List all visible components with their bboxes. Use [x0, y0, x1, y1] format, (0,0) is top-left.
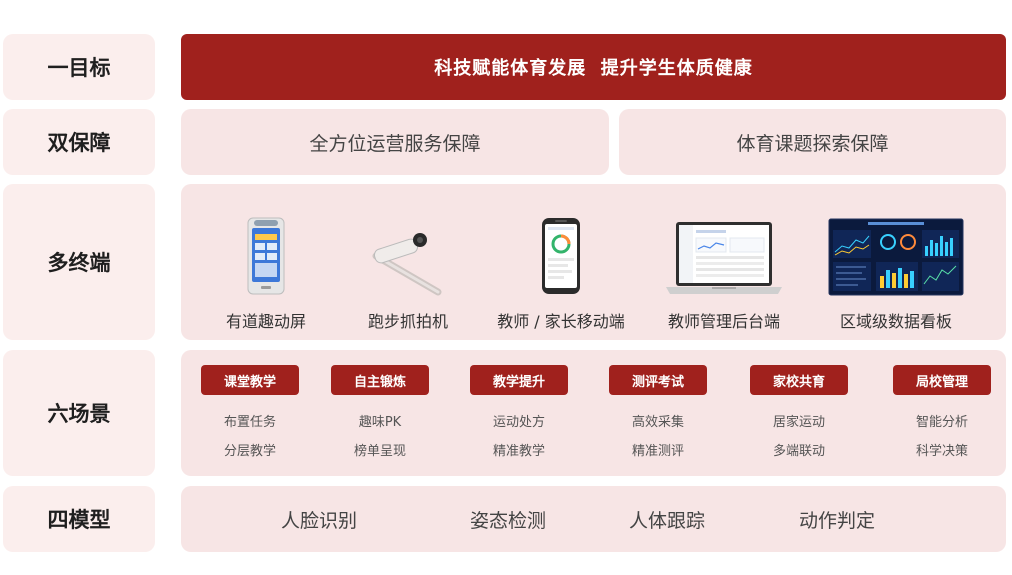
scene-self-exercise: 自主锻炼 趣味PK 榜单呈现	[325, 350, 435, 459]
terminals-row: 多终端 有道趣动屏	[0, 184, 1012, 340]
scene-title: 测评考试	[609, 365, 707, 395]
models-row: 四模型 人脸识别 姿态检测 人体跟踪 动作判定	[0, 486, 1012, 552]
model-body-tracking: 人体跟踪	[629, 509, 706, 532]
goal-label: 一目标	[3, 34, 155, 100]
scene-point: 运动处方	[492, 415, 545, 430]
scene-title: 自主锻炼	[331, 365, 429, 395]
terminals-label: 多终端	[3, 184, 155, 340]
terminal-dashboard: 区域级数据看板	[821, 184, 971, 340]
scene-point: 分层教学	[223, 444, 276, 459]
scene-point: 榜单呈现	[353, 444, 406, 459]
scene-title: 家校共育	[750, 365, 848, 395]
dashboard-screen-icon	[828, 206, 964, 296]
models-label: 四模型	[3, 486, 155, 552]
scene-home-school: 家校共育 居家运动 多端联动	[744, 350, 854, 459]
mobile-phone-icon	[540, 206, 582, 296]
guarantee-item-operation: 全方位运营服务保障	[181, 109, 609, 175]
scenes-row: 六场景 课堂教学 布置任务 分层教学 自主锻炼 趣味PK 榜单呈现 教学提升 运…	[0, 350, 1012, 476]
scene-management: 局校管理 智能分析 科学决策	[887, 350, 997, 459]
terminal-laptop-label: 教师管理后台端	[667, 312, 780, 331]
model-pose-detection: 姿态检测	[470, 509, 547, 532]
scene-point: 智能分析	[915, 415, 968, 430]
terminal-laptop: 教师管理后台端	[649, 184, 799, 340]
scene-classroom: 课堂教学 布置任务 分层教学	[195, 350, 305, 459]
terminal-mobile: 教师 / 家长移动端	[486, 184, 636, 340]
scene-point: 科学决策	[915, 444, 968, 459]
models-panel: 人脸识别 姿态检测 人体跟踪 动作判定	[181, 486, 1006, 552]
guarantee-label: 双保障	[3, 109, 155, 175]
guarantee-item-research: 体育课题探索保障	[619, 109, 1006, 175]
terminal-mobile-label: 教师 / 家长移动端	[497, 312, 625, 331]
terminal-camera-label: 跑步抓拍机	[367, 312, 448, 331]
goal-banner: 科技赋能体育发展 提升学生体质健康	[181, 34, 1006, 100]
terminals-panel: 有道趣动屏 跑步抓拍机	[181, 184, 1006, 340]
laptop-icon	[662, 206, 786, 296]
scenes-panel: 课堂教学 布置任务 分层教学 自主锻炼 趣味PK 榜单呈现 教学提升 运动处方 …	[181, 350, 1006, 476]
scene-point: 居家运动	[772, 415, 825, 430]
scene-point: 高效采集	[631, 415, 684, 430]
model-face-recognition: 人脸识别	[281, 509, 358, 532]
model-action-judgement: 动作判定	[799, 509, 876, 532]
scene-teaching-improvement: 教学提升 运动处方 精准教学	[464, 350, 574, 459]
scene-title: 局校管理	[893, 365, 991, 395]
kiosk-device-icon	[246, 206, 286, 296]
scene-title: 教学提升	[470, 365, 568, 395]
scene-title: 课堂教学	[201, 365, 299, 395]
terminal-dashboard-label: 区域级数据看板	[839, 312, 952, 331]
goal-row: 一目标 科技赋能体育发展 提升学生体质健康	[0, 34, 1012, 100]
terminal-camera: 跑步抓拍机	[343, 184, 473, 340]
scenes-label: 六场景	[3, 350, 155, 476]
guarantee-row: 双保障 全方位运营服务保障 体育课题探索保障	[0, 109, 1012, 175]
terminal-kiosk-label: 有道趣动屏	[225, 312, 306, 331]
scene-point: 趣味PK	[358, 415, 402, 430]
camera-device-icon	[368, 206, 448, 296]
scene-assessment: 测评考试 高效采集 精准测评	[603, 350, 713, 459]
scene-point: 精准教学	[492, 444, 545, 459]
scene-point: 布置任务	[223, 415, 276, 430]
scene-point: 多端联动	[772, 444, 825, 459]
scene-point: 精准测评	[631, 444, 684, 459]
terminal-kiosk: 有道趣动屏	[201, 184, 331, 340]
